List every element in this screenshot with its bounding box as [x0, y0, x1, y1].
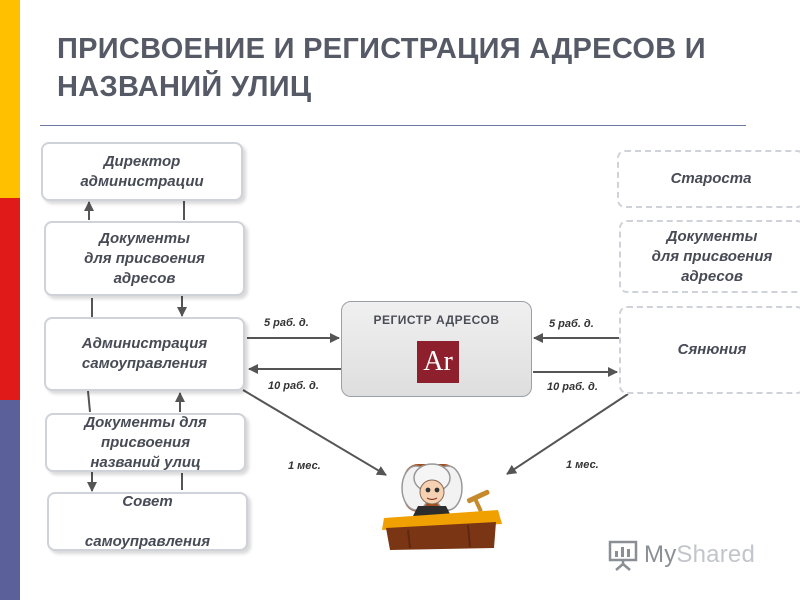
- arrow-village-to-judge: [506, 393, 629, 475]
- label-left-to-registry: 5 раб. д.: [264, 317, 309, 329]
- council-box: Совет самоуправления: [47, 492, 248, 551]
- watermark-brand-prefix: My: [644, 541, 677, 568]
- label-left-to-judge: 1 мес.: [288, 460, 321, 472]
- slide-title-line-1: ПРИСВОЕНИЕ И РЕГИСТРАЦИЯ АДРЕСОВ И: [57, 33, 706, 65]
- label-registry-to-left: 10 раб. д.: [268, 380, 319, 392]
- accent-stripe-red: [0, 198, 20, 400]
- elder-box: Староста: [617, 150, 800, 208]
- street-documents-box: Документы для присвоения названий улиц: [45, 413, 246, 472]
- watermark-text: MyShared: [644, 541, 755, 569]
- title-divider: [40, 125, 746, 126]
- director-box: Директор администрации: [41, 142, 243, 201]
- arrow-admin-to-streetdocs: [87, 390, 91, 413]
- arrow-admin-to-judge: [242, 389, 387, 476]
- village-box: Сянюния: [619, 306, 800, 394]
- myshared-watermark: MyShared: [608, 537, 755, 573]
- accent-stripe-yellow: [0, 0, 20, 198]
- accent-stripe-blue: [0, 400, 20, 600]
- elder-address-documents-box: Документы для присвоения адресов: [619, 220, 800, 293]
- slide-title-line-2: НАЗВАНИЙ УЛИЦ: [57, 71, 312, 103]
- address-registry-box: РЕГИСТР АДРЕСОВ Ar: [341, 301, 532, 397]
- label-right-to-judge: 1 мес.: [566, 459, 599, 471]
- address-documents-box: Документы для присвоения адресов: [44, 221, 245, 296]
- judge-illustration: [382, 463, 502, 550]
- administration-box: Администрация самоуправления: [44, 317, 245, 391]
- label-right-to-registry: 5 раб. д.: [549, 318, 594, 330]
- slide-title: ПРИСВОЕНИЕ И РЕГИСТРАЦИЯ АДРЕСОВ И НАЗВА…: [57, 30, 777, 106]
- label-registry-to-right: 10 раб. д.: [547, 381, 598, 393]
- registry-logo: Ar: [417, 341, 459, 383]
- watermark-brand-suffix: Shared: [676, 541, 755, 568]
- registry-title: РЕГИСТР АДРЕСОВ: [373, 313, 500, 327]
- presentation-board-icon: [608, 540, 638, 571]
